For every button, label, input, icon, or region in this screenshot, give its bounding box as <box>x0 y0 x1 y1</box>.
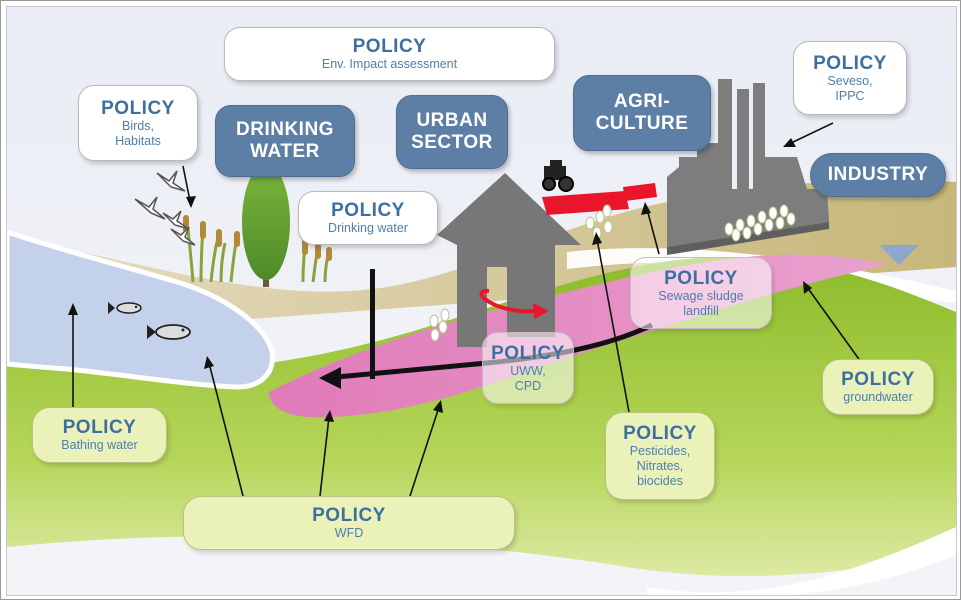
policy-title: POLICY <box>101 97 175 119</box>
sector-label: URBAN <box>416 110 488 131</box>
sector-drinking-water: DRINKING WATER <box>215 105 355 177</box>
policy-drinking-box: POLICY Drinking water <box>298 191 438 245</box>
fish-large <box>147 324 191 340</box>
policy-title: POLICY <box>331 200 405 221</box>
policy-title: POLICY <box>312 505 386 526</box>
diagram-canvas: POLICY Env. Impact assessment POLICY Bir… <box>6 6 957 596</box>
sector-label: INDUSTRY <box>827 164 929 185</box>
policy-detail: Nitrates, <box>636 459 684 473</box>
policy-title: POLICY <box>352 36 427 57</box>
policy-detail: Seveso, <box>827 73 873 88</box>
policy-detail: Bathing water <box>61 438 138 452</box>
policy-title: POLICY <box>62 417 137 438</box>
sector-label: SECTOR <box>411 132 493 153</box>
policy-detail: WFD <box>334 526 364 540</box>
sector-agriculture: AGRI- CULTURE <box>573 75 711 151</box>
policy-sewage-box: POLICY Sewage sludge landfill <box>630 257 772 329</box>
policy-detail: IPPC <box>835 88 865 103</box>
policy-detail: Birds, <box>122 118 154 133</box>
policy-pesticides-box: POLICY Pesticides, Nitrates, biocides <box>605 412 715 500</box>
policy-detail: biocides <box>637 474 683 488</box>
arrowheads <box>68 138 812 422</box>
policy-birds-box: POLICY Birds, Habitats <box>78 85 198 161</box>
sector-label: WATER <box>250 141 320 162</box>
influence-arrows <box>72 122 862 497</box>
policy-title: POLICY <box>491 342 565 364</box>
policy-detail: Pesticides, <box>629 444 691 458</box>
tree-crown <box>242 164 290 280</box>
abstraction-pipe <box>370 269 375 379</box>
sector-urban: URBAN SECTOR <box>396 95 508 169</box>
policy-title: POLICY <box>841 369 915 390</box>
policy-title: POLICY <box>664 267 738 289</box>
policy-detail: Sewage sludge <box>658 288 744 303</box>
lower-white-wave <box>7 536 956 595</box>
fish-small <box>108 302 142 314</box>
droplets <box>429 204 796 342</box>
recycle-arrow <box>483 297 538 314</box>
policy-detail: Env. Impact assessment <box>321 57 458 71</box>
sector-label: CULTURE <box>595 113 689 134</box>
reeds-left-heads <box>183 215 240 247</box>
policy-detail: landfill <box>683 303 719 318</box>
policy-env-impact-box: POLICY Env. Impact assessment <box>224 27 555 81</box>
policy-wfd-box: POLICY WFD <box>183 496 515 550</box>
sector-label: DRINKING <box>236 119 334 140</box>
sector-label: AGRI- <box>613 91 671 112</box>
policy-detail: UWW, <box>510 363 546 378</box>
policy-seveso-box: POLICY Seveso, IPPC <box>793 41 907 115</box>
policy-title: POLICY <box>623 423 697 444</box>
policy-detail: Habitats <box>115 133 161 148</box>
policy-title: POLICY <box>813 52 887 74</box>
tractor <box>542 160 574 192</box>
policy-detail: Drinking water <box>328 221 408 235</box>
water-table-triangle <box>879 245 919 265</box>
sector-industry: INDUSTRY <box>810 153 946 197</box>
policy-uww-box: POLICY UWW, CPD <box>482 332 574 404</box>
urban-house <box>437 173 581 347</box>
policy-bathing-box: POLICY Bathing water <box>32 407 167 463</box>
policy-detail: groundwater <box>843 390 913 404</box>
policy-groundwater-box: POLICY groundwater <box>822 359 934 415</box>
policy-detail: CPD <box>514 378 542 393</box>
birds <box>134 170 196 246</box>
lower-white-wave-2 <box>647 527 956 595</box>
field-strip-2 <box>623 183 657 201</box>
